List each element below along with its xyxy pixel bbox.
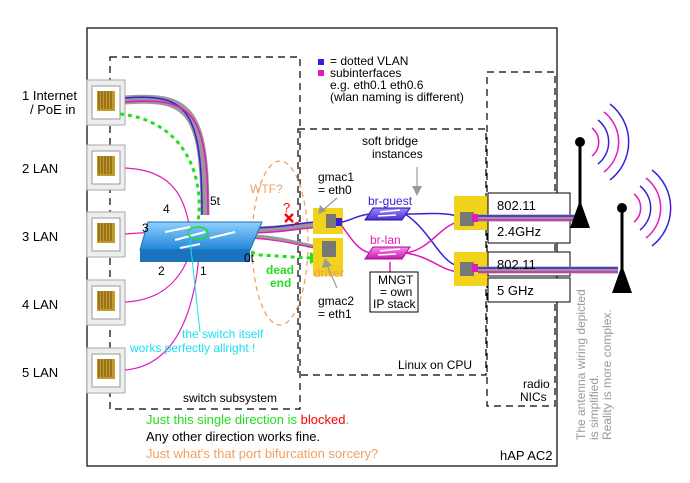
port3-label: 3 LAN — [22, 229, 58, 244]
switch-note-line2: works perfectly allright ! — [129, 341, 255, 355]
switch-note-line1: the switch itself — [182, 327, 264, 341]
antenna-cable-2 — [478, 266, 618, 274]
port5-label: 5 LAN — [22, 365, 58, 380]
ethernet-jack-1 — [86, 79, 126, 126]
bottom-note-line1-suffix: . — [345, 412, 349, 427]
legend-blue-swatch — [318, 59, 324, 65]
switch-port-0t: 0t — [244, 251, 255, 265]
port2-label: 2 LAN — [22, 161, 58, 176]
link-brlan-nic2 — [404, 252, 459, 273]
switch-port-2: 2 — [158, 264, 165, 278]
nic1-bottom-box — [487, 218, 571, 244]
br-lan-bridge — [364, 246, 411, 260]
nic2-bottom-box — [487, 277, 571, 303]
ethernet-jack-2 — [86, 144, 126, 191]
gmac2-interface — [313, 238, 343, 276]
dead-end-line1: dead — [266, 263, 294, 277]
nic1-top-box — [487, 192, 571, 218]
link-brguest-nic1 — [404, 212, 459, 217]
switch-port-5t: 5t — [210, 194, 221, 208]
legend-line1: = dotted VLAN — [330, 54, 408, 68]
nic1-interface — [454, 196, 488, 230]
bottom-note-line1-blocked: blocked — [301, 412, 346, 427]
br-lan-label: br-lan — [370, 233, 401, 247]
red-dashed-link — [291, 219, 301, 227]
switch-port-3: 3 — [142, 221, 149, 235]
antenna-side-note: The antenna wiring depicted is simplifie… — [574, 289, 614, 440]
link-eth0-brlan — [341, 225, 371, 254]
ethernet-jack-4 — [86, 279, 126, 326]
gmac1-interface — [313, 208, 343, 234]
link-eth0-brguest — [341, 213, 371, 223]
mngt-line3: IP stack — [373, 297, 416, 311]
bottom-note-line2: Any other direction works fine. — [146, 429, 320, 444]
antenna-2 — [612, 169, 672, 293]
device-label: hAP AC2 — [500, 448, 553, 463]
mngt-line1: MNGT — [378, 273, 414, 287]
gmac1-line2: = eth0 — [318, 183, 352, 197]
port1-label-line2: / PoE in — [30, 102, 76, 117]
legend-line2: subinterfaces — [330, 66, 401, 80]
nic1-top-label: 802.11 — [497, 198, 536, 213]
mngt-line2: = own — [380, 285, 412, 299]
bottom-note-line1-prefix: Just this single direction is — [146, 412, 301, 427]
driver-label: driver — [314, 266, 344, 280]
side-note-line2: is simplified. — [587, 375, 601, 440]
arrow-gmac2 — [326, 264, 338, 289]
trunk-cable-port1 — [124, 94, 210, 216]
side-note-line3: Reality is more complex. — [600, 309, 614, 440]
nic1-bottom-label: 2.4GHz — [497, 224, 541, 239]
linux-cpu-box — [297, 128, 487, 376]
gmac2-line1: gmac2 — [318, 294, 354, 308]
radio-label-line1: radio — [523, 377, 550, 391]
bottom-note-line3: Just what's that port bifurcation sorcer… — [146, 446, 378, 461]
antenna-cable-1 — [478, 214, 580, 222]
br-guest-bridge — [364, 207, 411, 221]
legend-line4: (wlan naming is different) — [330, 90, 464, 104]
nic2-bottom-label: 5 GHz — [497, 283, 534, 298]
soft-bridge-line2: instances — [372, 147, 423, 161]
dead-end-line2: end — [270, 276, 291, 290]
switch-chip — [139, 221, 263, 262]
lan-cable-2 — [124, 167, 191, 231]
switch-subsystem-box — [109, 56, 301, 410]
switch-subsystem-label: switch subsystem — [183, 391, 277, 405]
legend-line3: e.g. eth0.1 eth0.6 — [330, 78, 424, 92]
ethernet-jack-5 — [86, 347, 126, 394]
switch-center-ring — [187, 226, 209, 240]
port1-label-line1: 1 Internet — [22, 88, 77, 103]
ethernet-jack-3 — [86, 211, 126, 258]
linux-cpu-label: Linux on CPU — [398, 358, 472, 372]
red-x-mark — [284, 213, 294, 223]
gmac2-line2: = eth1 — [318, 307, 352, 321]
link-brguest-nic2 — [404, 213, 459, 267]
bottom-note-line1: Just this single direction is blocked. — [146, 412, 349, 427]
antenna-1 — [570, 103, 630, 228]
mngt-box — [369, 271, 419, 313]
switch-port-1: 1 — [200, 264, 207, 278]
question-mark: ? — [283, 200, 290, 215]
wtf-label: WTF? — [250, 182, 283, 196]
nic2-top-label: 802.11 — [497, 257, 536, 272]
radio-label-line2: NICs — [520, 390, 547, 404]
link-brlan-nic1 — [404, 221, 459, 254]
arrow-gmac1 — [322, 197, 338, 211]
switch-port-4: 4 — [163, 202, 170, 216]
soft-bridge-line1: soft bridge — [362, 134, 418, 148]
side-note-line1: The antenna wiring depicted — [574, 289, 588, 440]
switch-note-pointer — [189, 239, 201, 333]
gmac1-line1: gmac1 — [318, 170, 354, 184]
port4-label: 4 LAN — [22, 297, 58, 312]
legend-magenta-swatch — [318, 70, 324, 76]
br-guest-label: br-guest — [368, 194, 413, 208]
